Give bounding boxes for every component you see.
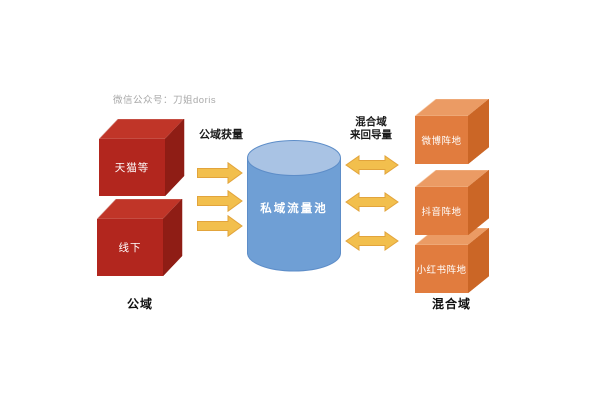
- double-arrow-icon: [345, 231, 399, 251]
- xiaohongshu-cube: 小红书阵地: [414, 227, 490, 294]
- double-arrow-icon: [345, 155, 399, 175]
- cube-3d-icon: [96, 198, 183, 277]
- tmall-cube-label: 天猫等: [114, 162, 150, 174]
- watermark-text: 微信公众号：刀姐doris: [113, 95, 217, 106]
- public-domain-caption: 公域: [127, 297, 154, 311]
- right-arrow-icon: [197, 190, 243, 212]
- offline-cube: 线下: [96, 198, 183, 277]
- cube-3d-icon: [98, 118, 185, 197]
- acquisition-flow-label: 公域获量: [199, 129, 243, 141]
- right-arrow-icon: [197, 215, 243, 237]
- mixed-flow-label: 混合域 来回导量: [340, 116, 402, 142]
- right-arrow-icon: [197, 162, 243, 184]
- private-pool-label: 私域流量池: [260, 203, 328, 215]
- cube-3d-icon: [414, 98, 490, 165]
- mixed-flow-label-line1: 混合域: [355, 116, 387, 128]
- xiaohongshu-cube-label: 小红书阵地: [416, 265, 467, 276]
- mixed-domain-caption: 混合域: [432, 297, 472, 311]
- tmall-cube: 天猫等: [98, 118, 185, 197]
- cylinder-icon: [247, 140, 341, 272]
- cube-3d-icon: [414, 169, 490, 236]
- douyin-cube-label: 抖音阵地: [421, 207, 462, 218]
- double-arrow-icon: [345, 192, 399, 212]
- mixed-flow-label-line2: 来回导量: [350, 129, 392, 141]
- weibo-cube: 微博阵地: [414, 98, 490, 165]
- douyin-cube: 抖音阵地: [414, 169, 490, 236]
- offline-cube-label: 线下: [118, 242, 142, 254]
- weibo-cube-label: 微博阵地: [421, 136, 462, 147]
- private-pool-cylinder: 私域流量池: [247, 140, 341, 272]
